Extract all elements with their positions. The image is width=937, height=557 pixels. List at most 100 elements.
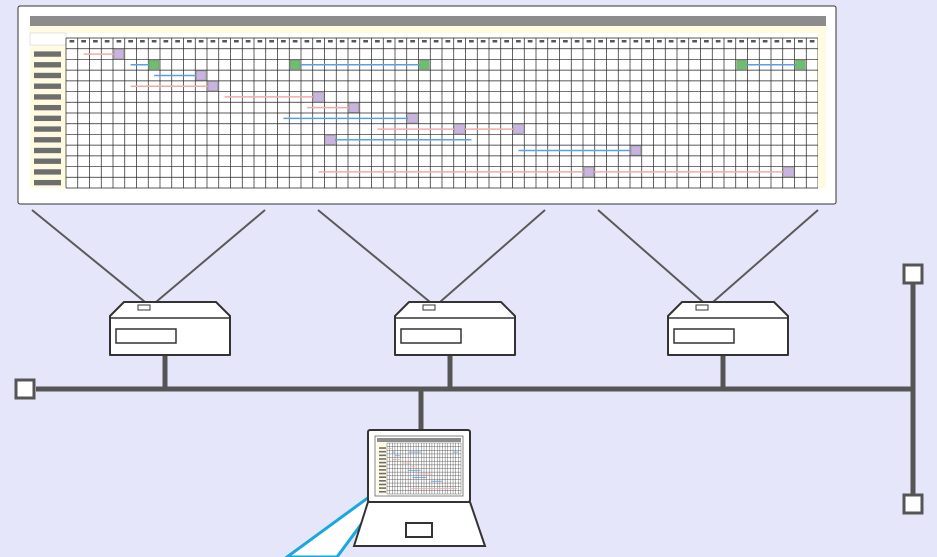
column-header-mark [774,40,780,43]
mini-sidebar-item [379,490,386,493]
column-header-mark [798,40,803,43]
column-header-mark [645,40,650,43]
column-header-mark [739,40,744,43]
column-header-mark [539,40,545,43]
laptop-display [374,435,464,497]
column-header-mark [116,40,122,43]
schedule-grid [65,37,819,189]
column-header-mark [657,40,662,43]
column-header-mark [234,40,239,43]
column-header-mark [610,40,615,43]
task-milestone-marker [736,60,747,70]
column-header-mark [704,40,709,43]
projector-panel [400,328,462,344]
column-header-mark [598,40,603,43]
sidebar-item [34,94,61,100]
mini-sidebar-item [379,461,386,464]
terminator-bottom-right [902,493,924,515]
column-header-mark [445,40,451,43]
column-header-mark [621,40,627,43]
column-header-mark [351,40,357,43]
sidebar-item-list [34,51,61,186]
task-milestone-marker [795,60,806,70]
schedule-sidebar [30,38,66,188]
mini-title-bar [377,438,461,442]
column-header-mark [809,40,815,43]
projector-left [109,301,231,356]
column-header-mark [316,40,321,43]
column-header-mark [104,40,110,43]
mini-sidebar-item [379,458,386,460]
header-strip [30,26,826,33]
column-header-mark [457,40,462,43]
task-milestone-marker [419,60,430,70]
column-header-mark [93,40,98,43]
column-header-mark [304,40,310,43]
sidebar-item [34,158,61,164]
projector-lens [695,304,709,311]
column-header-mark [692,40,697,43]
sidebar-item [34,83,61,89]
column-header-mark [375,40,380,43]
task-milestone-marker [583,167,594,177]
network-terminators [14,263,924,515]
column-header-mark [222,40,227,43]
sidebar-item [34,72,61,79]
task-milestone-marker [149,60,160,70]
projector-lens [422,304,436,311]
column-header-mark [140,40,145,43]
task-milestone-marker [454,124,465,134]
mini-sidebar [377,442,387,494]
column-header-mark [128,40,133,43]
laptop-schedule-thumbnail [377,438,462,495]
column-header-mark [492,40,498,43]
column-header-mark [257,40,263,43]
mini-sidebar-item [379,483,386,486]
laptop [284,429,487,557]
laptop-touchpad [405,522,433,538]
column-header-mark [269,40,274,43]
cone-line [712,209,819,303]
sidebar-item [34,179,61,186]
column-header-mark [586,40,592,43]
task-milestone-marker [196,70,207,81]
sidebar-item [34,147,61,154]
column-header-mark [151,40,157,43]
column-header-mark [410,40,415,43]
mini-sidebar-item [379,454,386,457]
column-header-mark [422,40,427,43]
column-header-mark [81,40,86,43]
column-header-mark [198,40,204,43]
column-header-mark [339,40,345,43]
schedule-tasks [83,49,806,177]
column-header-mark [680,40,686,43]
mini-sidebar-item [379,465,386,468]
sidebar-item [34,137,61,143]
column-header-mark [469,40,474,43]
column-header-mark [668,40,674,43]
task-milestone-marker [113,49,124,59]
column-header-mark [210,40,216,43]
task-milestone-marker [313,92,324,102]
mini-sidebar-item [379,469,386,471]
cone-line [439,209,546,303]
sidebar-item [34,126,61,132]
terminator-left [14,378,36,400]
projector-panel [115,328,177,344]
mini-sidebar-item [379,480,386,482]
cone-line [155,209,266,303]
task-milestone-marker [290,60,301,70]
mini-sidebar-item [379,450,386,453]
projectors [109,301,789,356]
projector-panel [673,328,735,344]
column-header-mark [762,40,768,43]
column-header-mark [516,40,521,43]
projector-lens [137,304,151,311]
column-header-mark [245,40,251,43]
cone-line [317,209,431,303]
column-header-mark [163,40,169,43]
mini-sidebar-item [379,472,386,475]
task-milestone-marker [783,167,794,177]
sidebar-item [34,115,61,122]
cone-line [31,209,146,303]
